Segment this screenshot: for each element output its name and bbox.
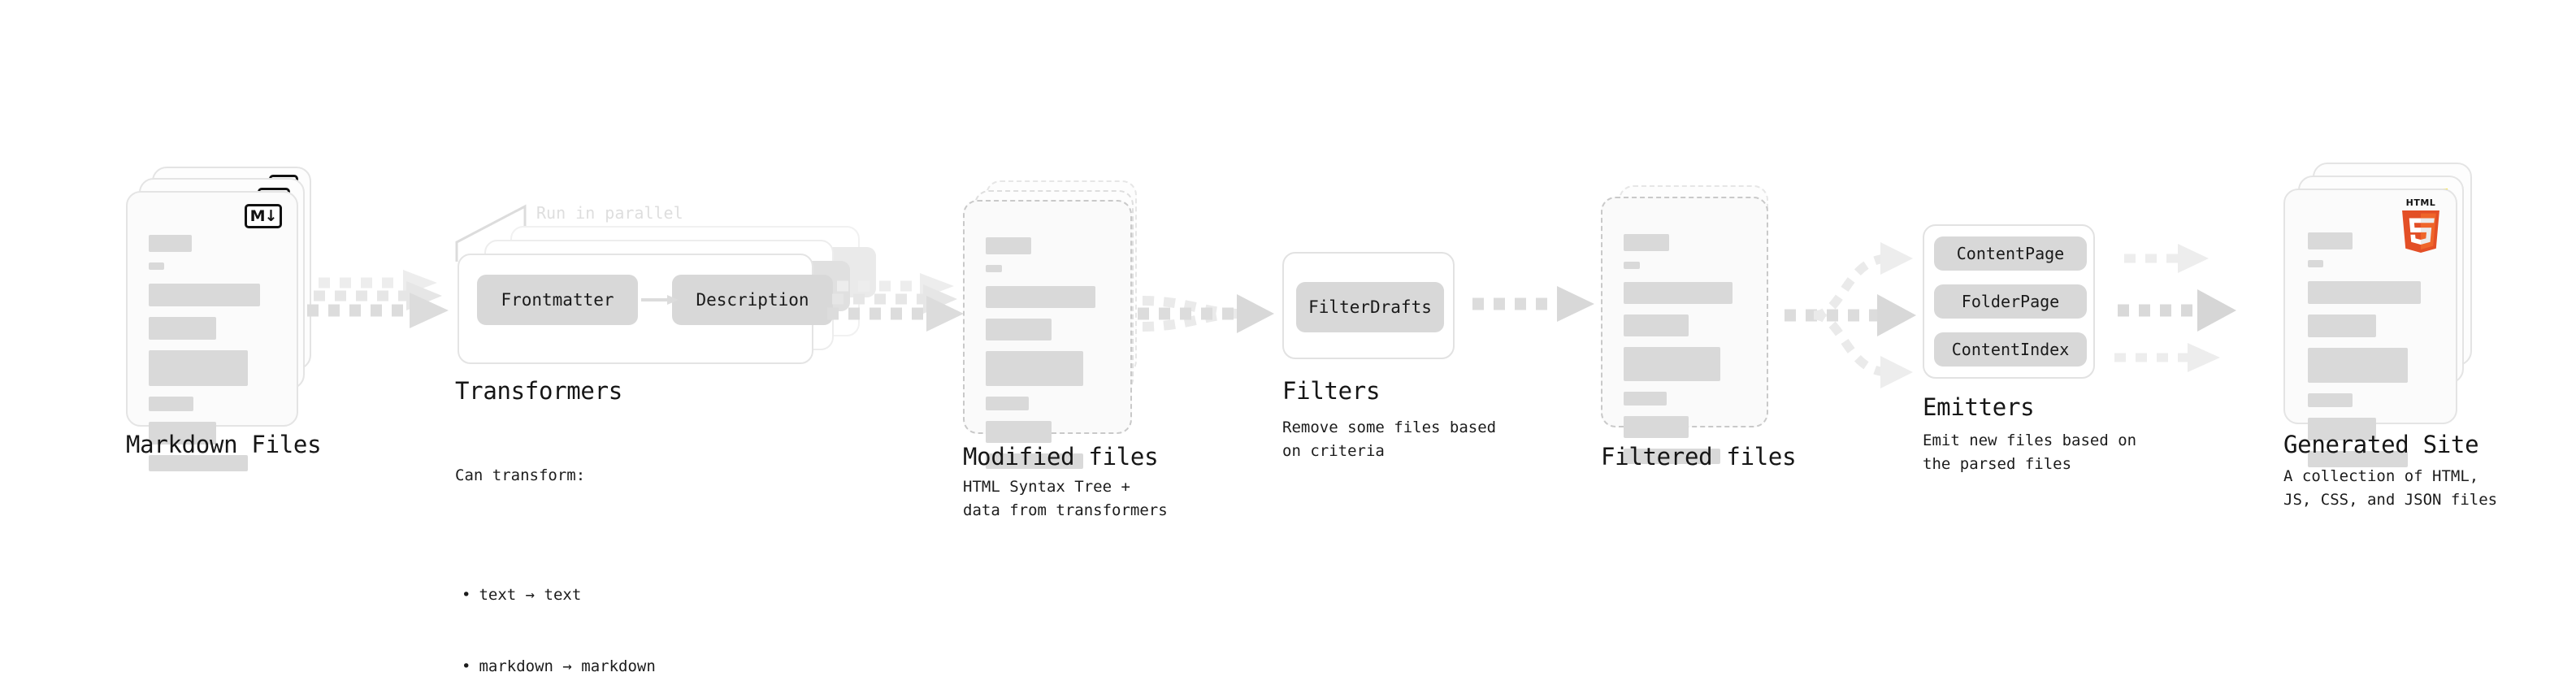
content-bar	[149, 350, 248, 386]
generated-site-subtitle: A collection of HTML, JS, CSS, and JSON …	[2283, 467, 2498, 510]
content-bar	[1624, 416, 1689, 438]
run-in-parallel-label: Run in parallel	[536, 203, 683, 223]
filters-box[interactable]: FilterDrafts	[1282, 252, 1455, 359]
emitter-chip-folderpage[interactable]: FolderPage	[1934, 284, 2087, 319]
content-bar	[2308, 260, 2323, 267]
markdown-file-card-front: M↓	[126, 191, 298, 471]
content-bar	[1624, 449, 1720, 464]
arrow-markdown-to-transformers	[307, 270, 449, 328]
transformers-capability-list: text → text markdown → markdown html → h…	[455, 536, 656, 681]
html5-badge: HTML	[2397, 198, 2444, 254]
html5-badge-label: HTML	[2405, 197, 2436, 208]
content-bar	[149, 422, 216, 445]
transformer-box-front[interactable]: Frontmatter Description	[458, 254, 833, 364]
content-bar	[986, 265, 1002, 272]
content-bar	[1624, 282, 1733, 304]
filter-chip-filterdrafts[interactable]: FilterDrafts	[1296, 282, 1444, 332]
filters-title: Filters	[1282, 377, 1381, 405]
transformers-capability-item: text → text	[462, 583, 656, 607]
file-content-bars	[149, 235, 275, 482]
content-bar	[986, 319, 1052, 340]
content-bar	[986, 453, 1084, 469]
emitters-title: Emitters	[1923, 393, 2035, 421]
markdown-badge-front: M↓	[245, 204, 282, 228]
generated-site-title: Generated Site	[2283, 431, 2479, 458]
emitter-chip-contentindex[interactable]: ContentIndex	[1934, 332, 2087, 367]
transformers-title: Transformers	[455, 377, 622, 405]
content-bar	[2308, 232, 2353, 249]
content-bar	[2308, 348, 2409, 383]
modified-files-title: Modified files	[963, 443, 1159, 471]
emitters-box[interactable]: ContentPage FolderPage ContentIndex	[1923, 224, 2095, 379]
content-bar	[2308, 451, 2409, 467]
generated-site-card-stack: CSS HTML	[2283, 163, 2478, 467]
content-bar	[986, 397, 1030, 410]
content-bar	[1624, 392, 1667, 406]
content-bar	[986, 421, 1052, 443]
filtered-files-title: Filtered files	[1601, 443, 1797, 471]
site-file-card-html: HTML	[2283, 189, 2457, 467]
filtered-file-card-front	[1601, 197, 1768, 464]
content-bar	[149, 455, 248, 471]
content-bar	[1624, 314, 1689, 336]
transformer-chip-description[interactable]: Description	[672, 275, 833, 325]
arrow-filters-to-filtered	[1472, 286, 1594, 322]
modified-files-subtitle: HTML Syntax Tree + data from transformer…	[963, 478, 1168, 520]
filters-subtitle: Remove some files based on criteria	[1282, 419, 1497, 461]
filtered-files-card-stack	[1601, 185, 1788, 464]
content-bar	[1624, 347, 1720, 381]
transformer-chip-frontmatter[interactable]: Frontmatter	[477, 275, 638, 325]
content-bar	[2308, 314, 2376, 337]
arrow-transformers-to-modified	[827, 273, 964, 332]
modified-files-card-stack	[963, 180, 1150, 469]
file-content-bars	[986, 237, 1109, 479]
content-bar	[149, 284, 261, 306]
transformers-subtitle: Can transform: text → text markdown → ma…	[455, 416, 656, 681]
content-bar	[149, 397, 193, 411]
content-bar	[986, 351, 1084, 386]
content-bar	[2308, 418, 2376, 440]
emitters-subtitle: Emit new files based on the parsed files	[1923, 432, 2137, 474]
arrow-emitters-to-site	[2114, 244, 2236, 372]
content-bar	[149, 262, 164, 270]
transformers-capability-item: markdown → markdown	[462, 655, 655, 679]
arrow-modified-to-filters	[1138, 294, 1274, 333]
transformers-subtitle-heading: Can transform:	[455, 466, 586, 484]
run-in-parallel-bracket	[455, 204, 527, 262]
file-content-bars	[2308, 232, 2436, 478]
arrow-filtered-to-emitters	[1785, 242, 1916, 388]
file-content-bars	[1624, 234, 1746, 475]
modified-file-card-front	[963, 200, 1132, 469]
content-bar	[149, 317, 216, 340]
content-bar	[986, 286, 1096, 308]
content-bar	[986, 237, 1032, 254]
content-bar	[1624, 234, 1669, 251]
content-bar	[149, 235, 193, 252]
content-bar	[2308, 393, 2353, 407]
content-bar	[2308, 281, 2422, 304]
transformer-inner-arrow-front	[641, 295, 679, 305]
markdown-files-title: Markdown Files	[126, 431, 322, 458]
markdown-files-card-stack: M↓ M↓ M↓	[126, 167, 313, 471]
emitter-chip-contentpage[interactable]: ContentPage	[1934, 236, 2087, 271]
content-bar	[1624, 262, 1640, 269]
